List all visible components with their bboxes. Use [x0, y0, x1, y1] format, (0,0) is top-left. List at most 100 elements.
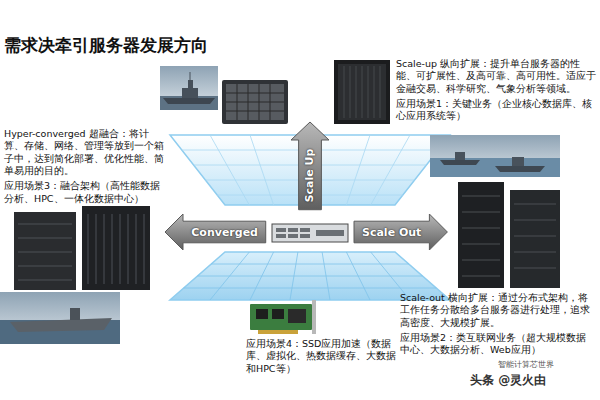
blade-servers-part-part — [18, 238, 72, 239]
ssd-card-part — [256, 309, 268, 319]
tower-server-part-part — [362, 66, 363, 118]
blade-servers-part-part — [88, 214, 89, 284]
1u-server-part-part — [276, 228, 286, 232]
rack-server-part — [226, 84, 284, 120]
server-racks-part-part — [462, 228, 500, 229]
description-text: Hyper-converged 超融合：将计算、存储、网络、管理等放到一个箱子中… — [4, 128, 168, 177]
battleship-photo-part — [190, 72, 191, 80]
top-plane-part-part — [346, 135, 370, 205]
bottom-plane-part-part — [346, 252, 370, 300]
tower-server-part — [344, 66, 380, 118]
ssd-card-part — [312, 300, 316, 334]
server-racks-part-part — [462, 276, 500, 277]
rack-server-part-part — [259, 84, 260, 120]
server-racks-part-part — [514, 268, 556, 269]
tower-server-part-part — [356, 66, 357, 118]
carrier-photo — [0, 292, 120, 344]
rack-server-part-part — [226, 93, 284, 94]
battleship-photo-part — [188, 80, 193, 88]
ssd-card-part — [288, 309, 306, 323]
title: 需求决牵引服务器发展方向 — [4, 34, 208, 56]
description-text: Scale-up 纵向扩展：提升单台服务器的性能、可扩展性、及高可靠、高可用性。… — [396, 58, 596, 95]
server-racks-part-part — [514, 236, 556, 237]
arrow-body — [354, 214, 447, 250]
blade-servers-part-part — [136, 214, 137, 284]
boats-photo-part — [512, 157, 524, 166]
blade-servers-part-part — [18, 224, 72, 225]
bottom-plane-part-part — [210, 252, 249, 300]
boats-photo-part — [430, 158, 560, 177]
ssd-card-part — [272, 309, 284, 319]
top-plane-part-part — [250, 135, 274, 205]
direction-arrow: Scale Up — [291, 122, 329, 210]
bottom-plane-part-part — [250, 252, 274, 300]
tower-server-part-part — [344, 66, 345, 118]
ssd-card-part — [250, 304, 312, 330]
carrier-photo-part — [0, 292, 120, 344]
1u-server-part-part — [316, 230, 344, 236]
server-racks-part — [510, 190, 560, 288]
blade-servers-part — [14, 212, 76, 290]
blade-servers-part — [18, 214, 144, 284]
rack-server-part-part — [270, 84, 271, 120]
1u-server-part — [272, 224, 348, 242]
server-racks-part-part — [462, 244, 500, 245]
battleship-photo-part — [160, 66, 218, 110]
rack-server-part-part — [226, 111, 284, 112]
boats-photo-part — [455, 152, 465, 160]
bottom-plane-part-part — [290, 252, 298, 300]
blade-servers-part — [82, 206, 150, 290]
direction-arrow: Converged — [165, 214, 266, 250]
blade-servers-part-part — [144, 214, 145, 284]
bottom-plane-part-part — [184, 288, 437, 289]
description-text: Scale-out 横向扩展：通过分布式架构，将工作任务分散给多台服务器进行处理… — [400, 292, 596, 329]
ssd-card — [250, 300, 316, 334]
server-racks-part-part — [462, 212, 500, 213]
blade-servers-part-part — [120, 214, 121, 284]
tower-server-part-part — [380, 66, 381, 118]
battleship-photo-part — [160, 96, 218, 110]
boats-photo — [430, 135, 560, 177]
tower-server — [334, 60, 390, 124]
1u-server-part-part — [300, 234, 310, 238]
arrow-label: Scale Out — [362, 226, 421, 239]
rack-server-part — [222, 80, 288, 124]
boats-photo-part — [440, 160, 480, 165]
bottom-plane-part-part — [211, 264, 409, 265]
1u-server-part-part — [288, 234, 298, 238]
top-plane-part-part — [210, 135, 249, 205]
rack-server-part-part — [248, 84, 249, 120]
blade-servers-part-part — [128, 214, 129, 284]
direction-arrow: Scale Out — [354, 214, 447, 250]
rack-server — [222, 80, 288, 124]
boats-photo-part — [430, 135, 560, 177]
tower-server-part-part — [350, 66, 351, 118]
top-plane-part-part — [371, 135, 410, 205]
blade-servers-part-part — [112, 214, 113, 284]
arrow-label: Scale Up — [304, 148, 317, 202]
tower-server-part-part — [368, 66, 369, 118]
1u-server-part — [276, 228, 344, 238]
battleship-photo-part — [163, 98, 215, 104]
blade-servers-part-part — [104, 214, 105, 284]
blade-servers-part-part — [96, 214, 97, 284]
arrow-body — [165, 214, 266, 250]
server-racks-part-part — [514, 204, 556, 205]
server-racks — [458, 182, 560, 288]
tower-server-part — [334, 60, 390, 124]
blade-servers-part-part — [18, 280, 72, 281]
carrier-photo-part — [10, 318, 112, 332]
server-racks-part — [458, 182, 504, 288]
blade-servers-part-part — [18, 252, 72, 253]
watermark: 头条 @灵火由 — [470, 373, 596, 389]
arrow-body — [291, 122, 329, 210]
rack-server-part-part — [237, 84, 238, 120]
boats-photo-part — [495, 166, 545, 172]
battleship-photo-part — [182, 88, 198, 98]
blade-servers — [14, 206, 150, 290]
rack-server-part-part — [226, 102, 284, 103]
1u-server-part-part — [276, 234, 286, 238]
description-text: 应用场景1：关键业务（企业核心数据库、核心应用系统等） — [396, 98, 596, 123]
tower-server-part — [338, 64, 386, 120]
